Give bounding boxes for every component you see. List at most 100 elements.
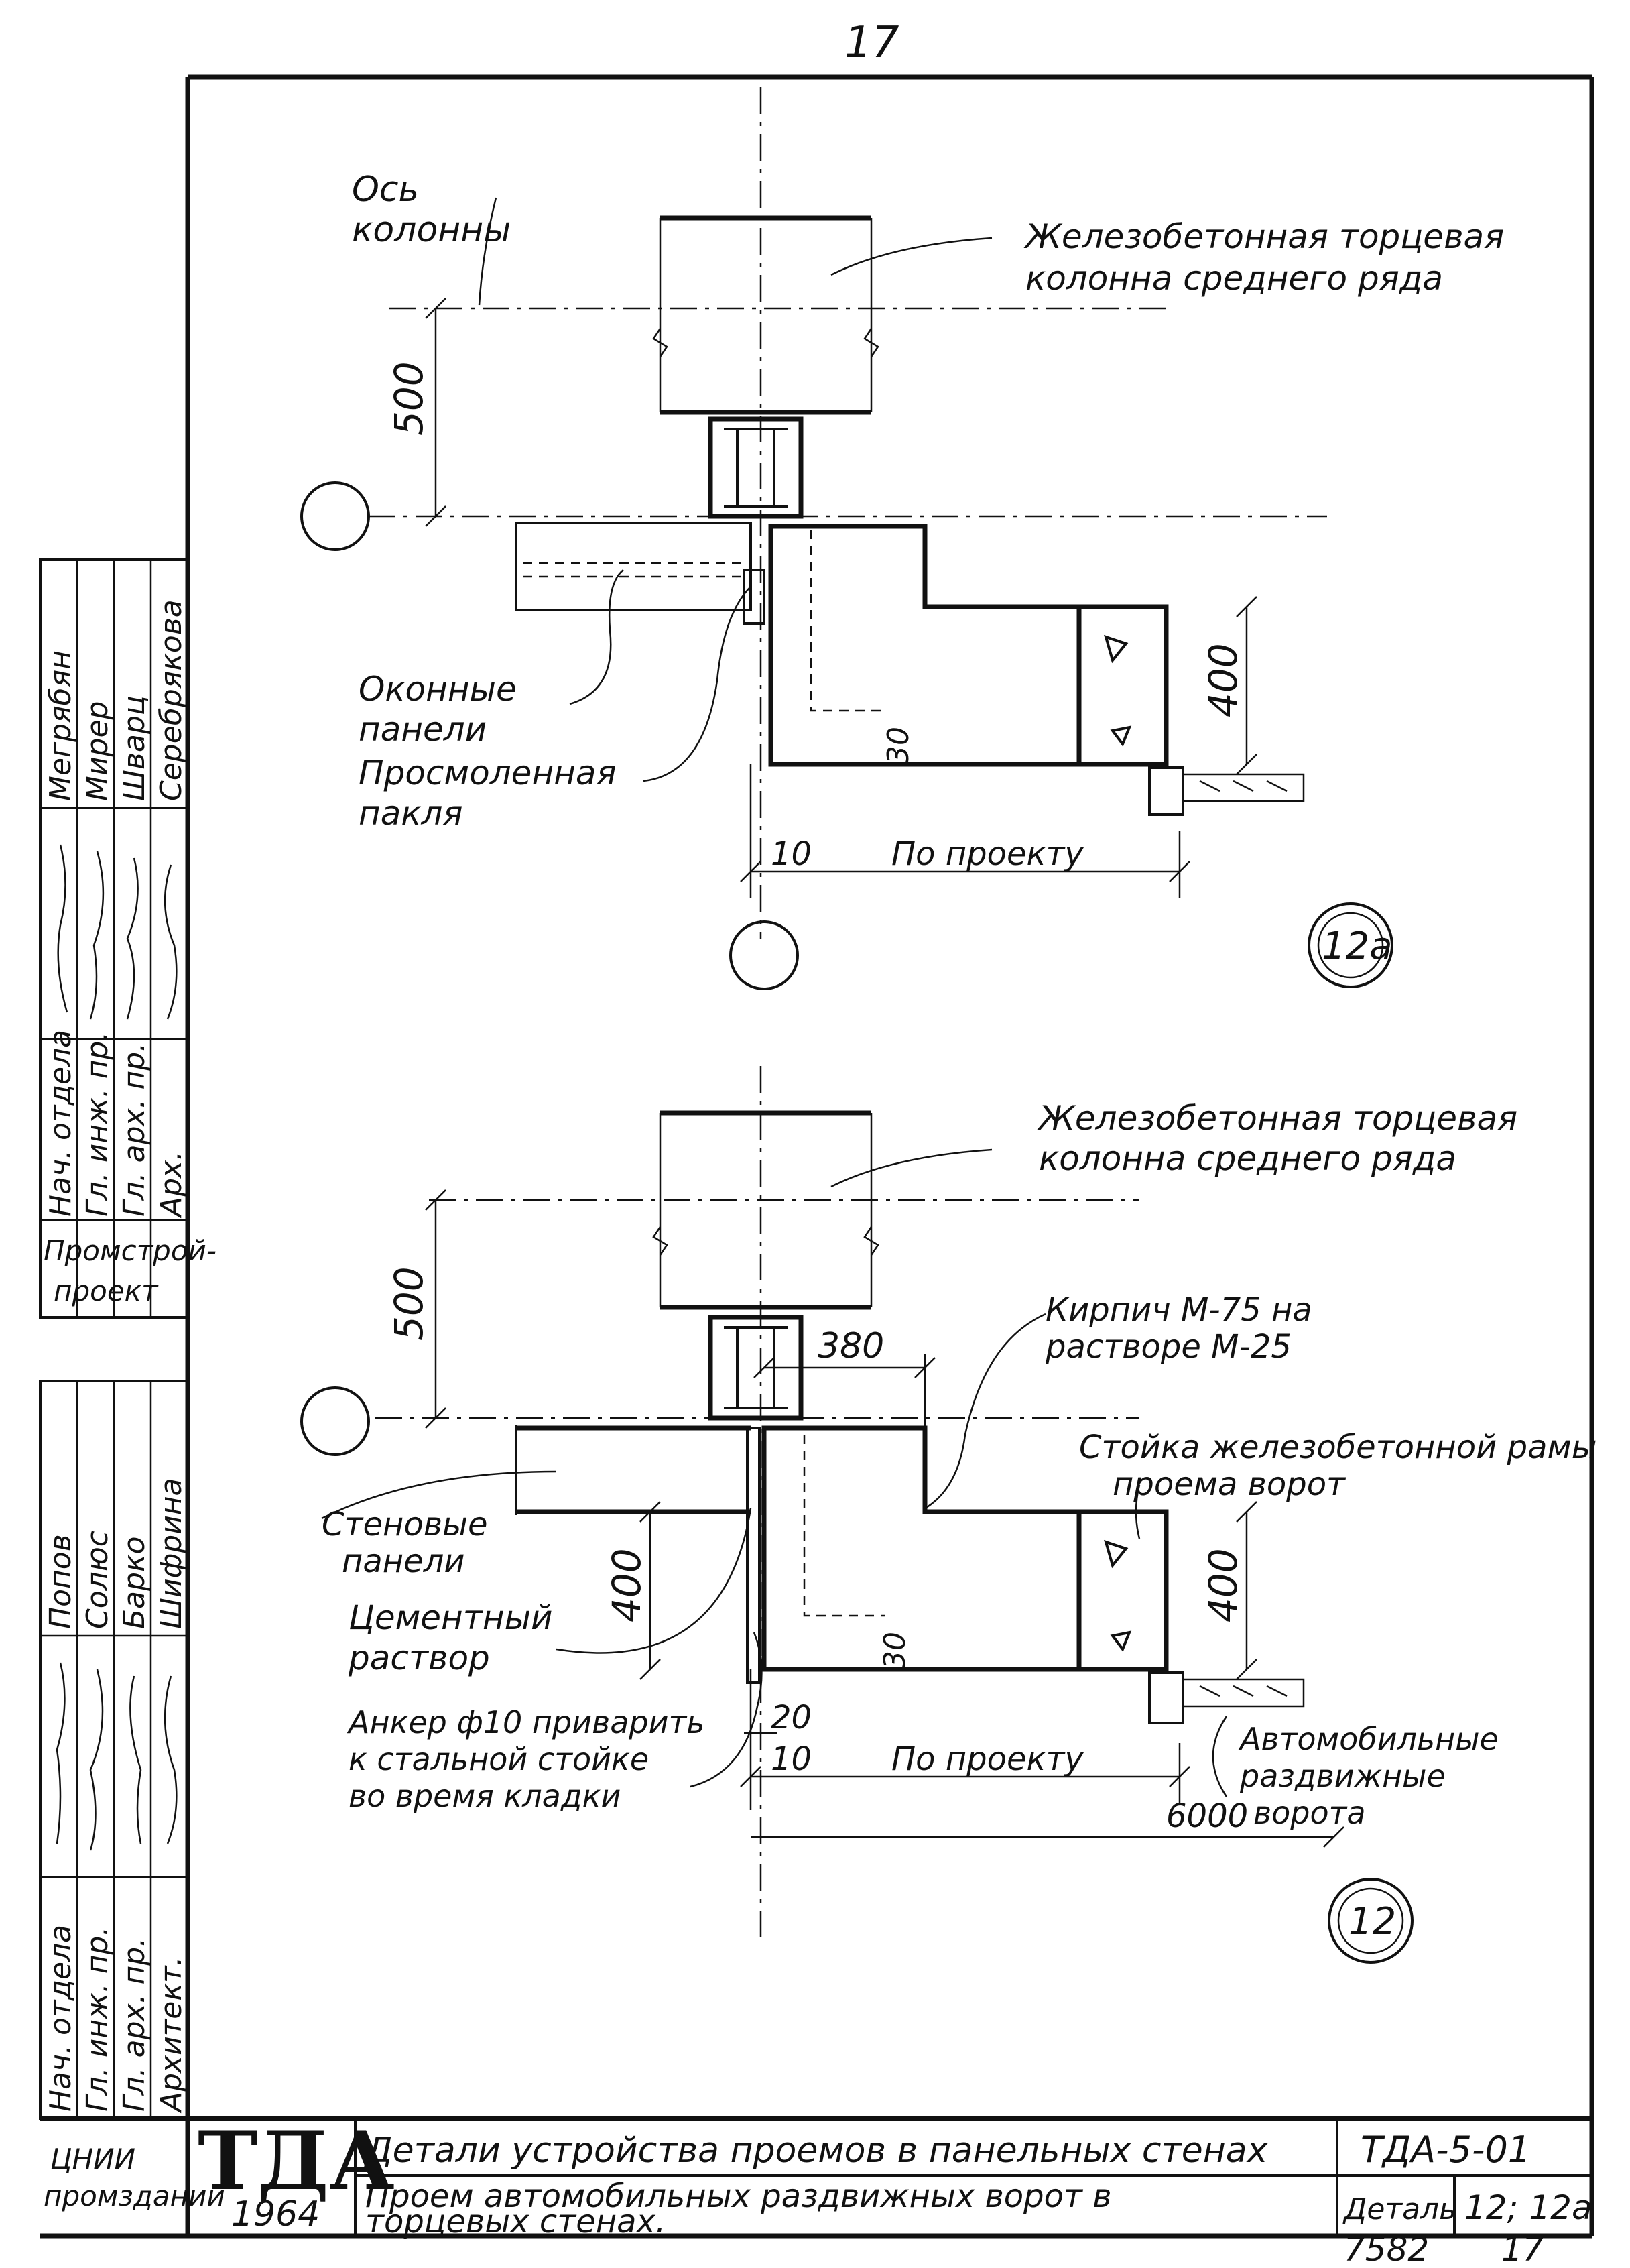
archive-number: 7582 bbox=[1344, 2230, 1429, 2265]
dim-500-12: 500 bbox=[386, 1266, 432, 1341]
label-mortar-line1: Цементный bbox=[349, 1598, 553, 1637]
title-subtitle: Проем автомобильных раздвижных ворот в т… bbox=[365, 2177, 1122, 2241]
dim-400-left-12: 400 bbox=[604, 1548, 649, 1622]
label-column-line1: Железобетонная торцевая bbox=[1023, 217, 1504, 256]
dim-30-12a: 30 bbox=[881, 727, 916, 764]
detail-marker-12a-text: 12а bbox=[1322, 924, 1393, 968]
axis-bubble-row-12 bbox=[300, 1386, 370, 1456]
stamp-upper-name-4: Серебрякова bbox=[154, 599, 188, 801]
detail-12: 500 380 400 400 30 20 10 По проекту 6000 bbox=[300, 1066, 1607, 1964]
stamp-lower-name-4: Шифрина bbox=[154, 1478, 188, 1629]
stamp-upper-org-line1: Промстрой- bbox=[44, 1234, 216, 1267]
title-main: Детали устройства проемов в панельных ст… bbox=[364, 2131, 1269, 2171]
dim-10-12a: 10 bbox=[771, 835, 812, 873]
label-tow-line2: пакля bbox=[359, 794, 463, 833]
title-logo: ТДА bbox=[198, 2114, 395, 2208]
label-post-line1: Стойка железобетонной рамы bbox=[1079, 1429, 1597, 1466]
label-gates-line3: ворота bbox=[1253, 1795, 1366, 1831]
title-subtitle-line2: торцевых стенах. bbox=[365, 2203, 666, 2241]
stamp-lower-name-3: Барко bbox=[117, 1536, 151, 1629]
stamp-upper-role-1: Нач. отдела bbox=[44, 1030, 78, 1217]
title-detail-value: 12; 12а bbox=[1464, 2188, 1592, 2227]
title-org-line2: промзданий bbox=[44, 2180, 225, 2212]
steel-post-12a bbox=[708, 416, 804, 519]
stamp-lower-name-1: Попов bbox=[44, 1534, 78, 1629]
label-wall-line2: панели bbox=[342, 1543, 465, 1580]
label-gates-line1: Автомобильные bbox=[1238, 1721, 1499, 1757]
title-detail-label: Деталь bbox=[1342, 2192, 1456, 2226]
dim-10-12: 10 bbox=[771, 1740, 812, 1778]
dim-400-right-12: 400 bbox=[1200, 1548, 1246, 1622]
dim-project-12: По проекту bbox=[891, 1740, 1084, 1778]
label-post-line2: проема ворот bbox=[1113, 1466, 1346, 1503]
dim-project-12a: По проекту bbox=[891, 835, 1084, 873]
stamp-lower-role-4: Архитект. bbox=[154, 1956, 188, 2114]
label-anchor-line3: во время кладки bbox=[349, 1778, 621, 1814]
detail-marker-12-text: 12 bbox=[1349, 1900, 1396, 1944]
stamp-lower-signatures bbox=[56, 1662, 178, 1851]
label-brick-line2: растворе М-25 bbox=[1045, 1328, 1292, 1366]
dim-400-12a: 400 bbox=[1200, 643, 1246, 717]
stamp-lower-role-1: Нач. отдела bbox=[44, 1925, 78, 2112]
wall-panels-12 bbox=[515, 1425, 751, 1515]
stamp-lower-role-2: Гл. инж. пр. bbox=[80, 1927, 115, 2112]
page-number-top: 17 bbox=[844, 18, 899, 68]
label-wall-12: Стеновые панели bbox=[322, 1506, 498, 1580]
brick-masonry-12 bbox=[761, 1425, 1082, 1672]
label-tow-12a: Просмоленная пакля bbox=[359, 754, 627, 833]
title-org: ЦНИИ промзданий bbox=[44, 2143, 225, 2212]
stamp-upper-role-2: Гл. инж. пр. bbox=[80, 1032, 115, 1217]
label-tow-line1: Просмоленная bbox=[359, 754, 617, 792]
stamp-upper-role-3: Гл. арх. пр. bbox=[117, 1042, 151, 1217]
stamp-upper-signatures bbox=[57, 844, 178, 1020]
label-post-12: Стойка железобетонной рамы проема ворот bbox=[1079, 1429, 1607, 1503]
label-window-12a: Оконные панели bbox=[359, 670, 527, 749]
brick-masonry-12a bbox=[768, 524, 1082, 767]
stamp-upper-name-1: Мегрябян bbox=[44, 650, 78, 801]
stamp-lower-role-3: Гл. арх. пр. bbox=[117, 1937, 151, 2112]
axis-bubble-column bbox=[729, 920, 799, 990]
dim-6000-12: 6000 bbox=[1166, 1797, 1248, 1835]
stamp-upper-org: Промстрой- проект bbox=[44, 1234, 225, 1307]
detail-12a: 500 400 30 10 По проекту Ось колонны Жел… bbox=[300, 87, 1515, 990]
label-column-line2: колонна среднего ряда bbox=[1025, 259, 1443, 298]
dim-500-12a: 500 bbox=[386, 361, 432, 436]
stamp-upper-name-2: Мирер bbox=[80, 701, 115, 802]
label-gates-line2: раздвижные bbox=[1239, 1758, 1446, 1794]
label-axis-line2: колонны bbox=[352, 210, 511, 250]
stamp-upper-role-4: Арх. bbox=[154, 1151, 188, 1219]
axis-bubble-row bbox=[300, 481, 370, 551]
stamp-upper-name-3: Шварц bbox=[117, 695, 151, 801]
concrete-gate-post-12 bbox=[1076, 1509, 1169, 1672]
title-code: ТДА-5-01 bbox=[1361, 2129, 1531, 2171]
stamp-lower-name-2: Солюс bbox=[80, 1531, 115, 1629]
stamp-upper: Мегрябян Мирер Шварц Серебрякова Нач. от… bbox=[39, 558, 225, 1319]
label-column-12-line1: Железобетонная торцевая bbox=[1037, 1099, 1517, 1138]
label-brick-12: Кирпич М-75 на растворе М-25 bbox=[1045, 1291, 1322, 1366]
label-mortar-line2: раствор bbox=[348, 1638, 490, 1677]
detail-marker-12: 12 bbox=[1328, 1878, 1414, 1964]
title-year: 1964 bbox=[231, 2194, 320, 2234]
title-subtitle-line1: Проем автомобильных раздвижных ворот в bbox=[365, 2177, 1112, 2215]
label-window-line1: Оконные bbox=[359, 670, 517, 709]
stamp-lower: Попов Солюс Барко Шифрина Нач. отдела Гл… bbox=[39, 1380, 189, 2120]
label-column-12: Железобетонная торцевая колонна среднего… bbox=[1037, 1099, 1528, 1178]
stamp-upper-org-line2: проект bbox=[54, 1274, 159, 1307]
concrete-column-12 bbox=[652, 1110, 879, 1310]
title-block: ЦНИИ промзданий ТДА 1964 Детали устройст… bbox=[40, 2114, 1592, 2241]
label-anchor-12: Анкер ф10 приварить к стальной стойке во… bbox=[347, 1704, 714, 1814]
label-brick-line1: Кирпич М-75 на bbox=[1046, 1291, 1312, 1329]
page-number-bottom: 17 bbox=[1501, 2230, 1544, 2265]
dim-380-12: 380 bbox=[818, 1326, 884, 1366]
label-anchor-line1: Анкер ф10 приварить bbox=[347, 1704, 704, 1740]
label-column-12-line2: колонна среднего ряда bbox=[1039, 1139, 1456, 1178]
label-gates-12: Автомобильные раздвижные ворота bbox=[1238, 1721, 1508, 1831]
title-org-line1: ЦНИИ bbox=[50, 2143, 135, 2175]
label-axis-12a: Ось колонны bbox=[352, 170, 511, 250]
label-mortar-12: Цементный раствор bbox=[348, 1598, 563, 1677]
label-column-12a: Железобетонная торцевая колонна среднего… bbox=[1023, 217, 1515, 298]
concrete-column-12a bbox=[652, 215, 879, 415]
window-panels-12a bbox=[515, 522, 765, 625]
dim-20-12: 20 bbox=[771, 1699, 812, 1736]
